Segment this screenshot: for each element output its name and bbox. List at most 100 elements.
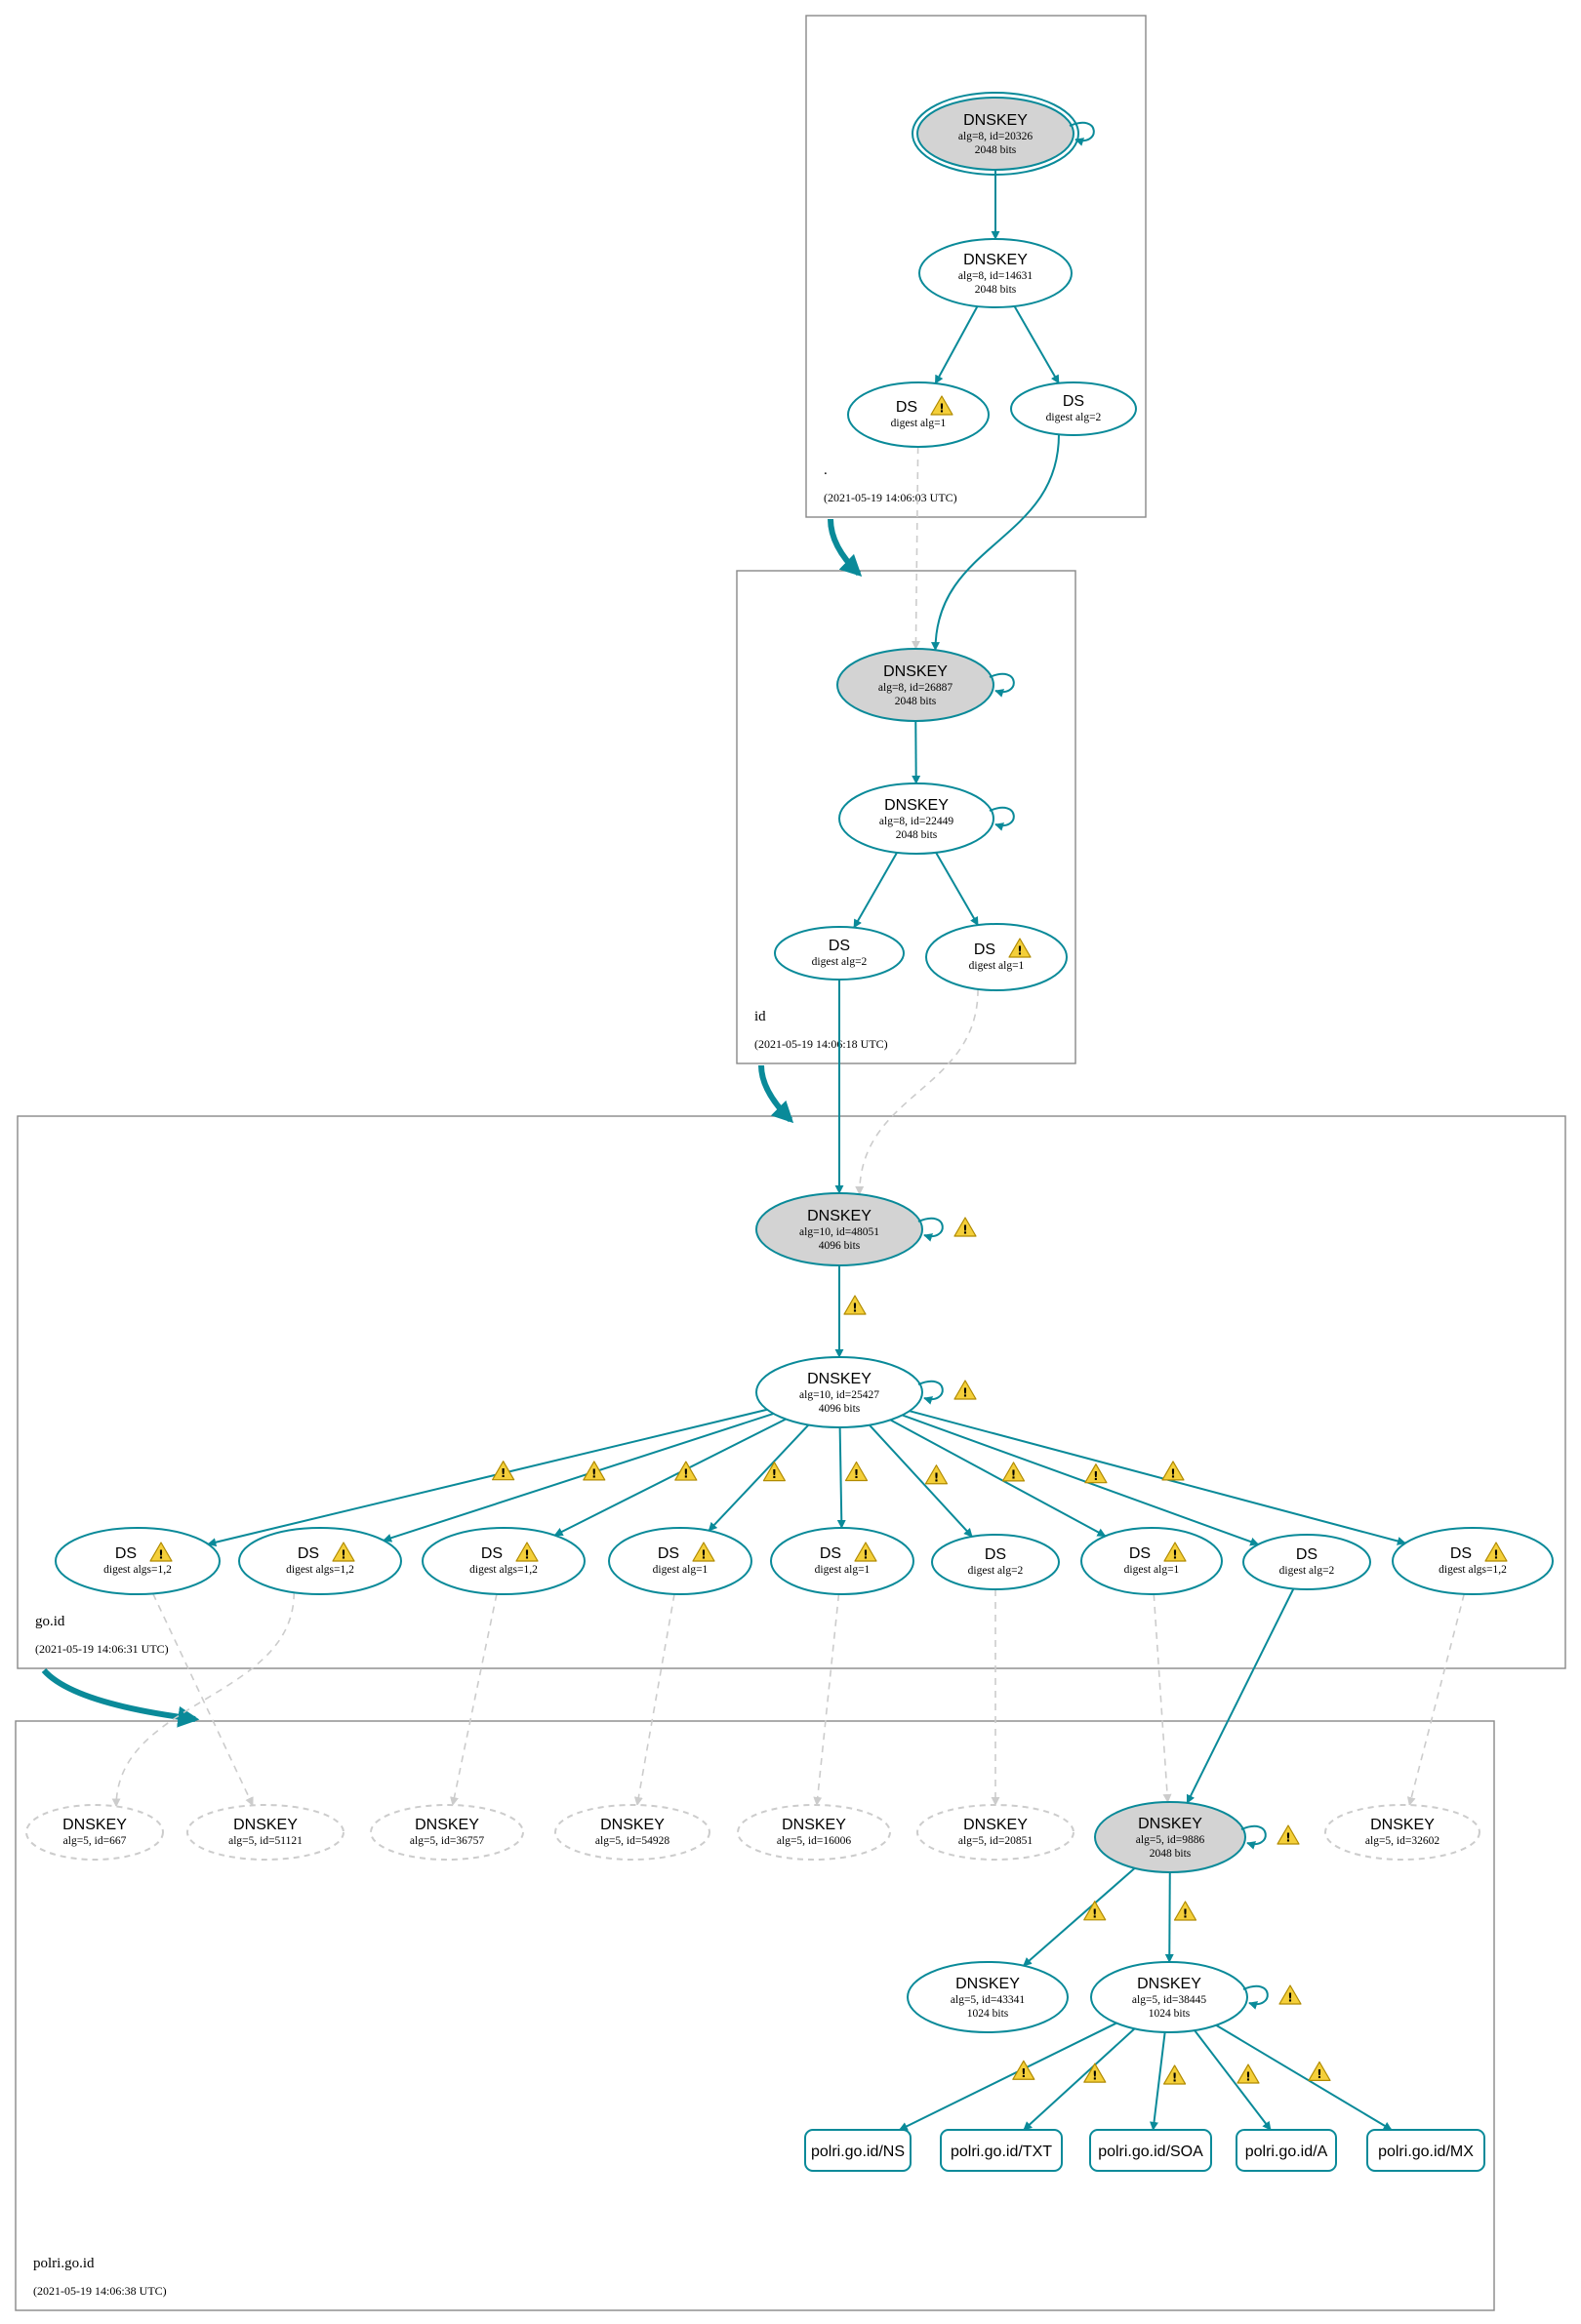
node-detail: digest alg=1 <box>815 1564 871 1576</box>
edge-r_zsk-r_ds1 <box>934 305 979 384</box>
svg-text:!: ! <box>1285 1831 1290 1845</box>
node-title: DS <box>1296 1546 1318 1563</box>
svg-text:!: ! <box>962 1386 967 1400</box>
self-signature-loop <box>989 672 1015 698</box>
edge-g_ds_d-p_k54928 <box>633 1593 675 1806</box>
edge-g_ds_e-p_k16006 <box>813 1593 840 1806</box>
self-signature-loop <box>1069 121 1095 146</box>
ds-warning-icon: ! <box>1163 1542 1187 1562</box>
ds-warning-icon: ! <box>854 1542 877 1562</box>
svg-text:!: ! <box>772 1467 777 1481</box>
edge-warning-icon: ! <box>1012 2060 1035 2080</box>
node-detail: 2048 bits <box>895 696 937 707</box>
edge-g_zsk-g_ds_c <box>553 1418 787 1537</box>
ds-warning-icon: ! <box>149 1542 173 1562</box>
svg-text:!: ! <box>934 1470 939 1484</box>
svg-text:!: ! <box>1183 1907 1188 1921</box>
edge-warning-icon: ! <box>1162 2064 1187 2085</box>
svg-text:!: ! <box>701 1548 706 1562</box>
node-title: DS <box>1063 393 1084 410</box>
ds-node[interactable]: DS digest algs=1,2 <box>1392 1527 1554 1595</box>
dnskey-node[interactable]: DNSKEY alg=5, id=20851 <box>916 1804 1074 1861</box>
rrset-label: polri.go.id/NS <box>811 2144 905 2160</box>
node-detail: alg=5, id=51121 <box>228 1835 303 1847</box>
edge-g_zsk-g_ds_h <box>902 1414 1260 1546</box>
loop-warning-icon: ! <box>953 1380 977 1400</box>
edge-g_zsk-g_ds_a <box>207 1408 768 1547</box>
rrset-node[interactable]: polri.go.id/SOA <box>1089 2129 1212 2172</box>
node-detail: digest alg=1 <box>1124 1564 1180 1576</box>
node-detail: digest algs=1,2 <box>469 1564 538 1576</box>
node-detail: alg=5, id=20851 <box>958 1835 1033 1847</box>
node-title: DS <box>1450 1545 1472 1562</box>
node-detail: 1024 bits <box>1149 2008 1191 2020</box>
rrset-node[interactable]: polri.go.id/MX <box>1366 2129 1485 2172</box>
ds-node[interactable]: DS digest alg=2 <box>1242 1534 1371 1590</box>
node-title: DS <box>1129 1545 1151 1562</box>
rrset-node[interactable]: polri.go.id/A <box>1236 2129 1337 2172</box>
ds-node[interactable]: DS digest alg=1 <box>1080 1527 1223 1595</box>
node-title: DNSKEY <box>782 1817 846 1833</box>
node-title: DNSKEY <box>807 1208 872 1224</box>
svg-text:!: ! <box>1493 1548 1498 1562</box>
zone-timestamp: (2021-05-19 14:06:03 UTC) <box>824 491 957 504</box>
zone-name: polri.go.id <box>33 2256 95 2271</box>
node-title: DNSKEY <box>963 112 1028 129</box>
rrset-node[interactable]: polri.go.id/TXT <box>940 2129 1063 2172</box>
zone-name: id <box>754 1009 766 1024</box>
self-signature-loop <box>989 806 1015 831</box>
edge-warning-icon: ! <box>492 1461 515 1481</box>
edge-warning-icon: ! <box>674 1461 698 1481</box>
node-detail: digest algs=1,2 <box>1439 1564 1507 1576</box>
edge-warning-icon: ! <box>1083 2063 1107 2083</box>
edge-p_zsk-rr_mx <box>1215 2023 1393 2131</box>
svg-text:!: ! <box>341 1548 345 1562</box>
node-detail: alg=10, id=48051 <box>799 1226 879 1238</box>
edge-g_ds_i-p_k32602 <box>1406 1593 1466 1806</box>
node-detail: 2048 bits <box>975 144 1017 156</box>
edge-warning-icon: ! <box>843 1295 867 1315</box>
edge-warning-icon: ! <box>1308 2061 1331 2081</box>
dnskey-node[interactable]: DNSKEY alg=5, id=51121 <box>186 1804 345 1861</box>
svg-text:!: ! <box>501 1466 506 1480</box>
node-title: DNSKEY <box>600 1817 665 1833</box>
self-signature-loop <box>917 1217 944 1242</box>
node-detail: digest alg=2 <box>812 956 868 968</box>
rrset-node[interactable]: polri.go.id/NS <box>804 2129 912 2172</box>
rrset-label: polri.go.id/A <box>1245 2144 1328 2160</box>
rrset-label: polri.go.id/TXT <box>951 2144 1052 2160</box>
node-title: DNSKEY <box>233 1817 298 1833</box>
edge-i_zsk-i_ds1 <box>935 852 979 926</box>
ds-warning-icon: ! <box>1484 1542 1508 1562</box>
node-detail: alg=5, id=667 <box>63 1835 127 1847</box>
edge-g_zsk-g_ds_g <box>889 1419 1107 1538</box>
node-detail: 2048 bits <box>896 829 938 841</box>
node-detail: digest alg=2 <box>1279 1565 1335 1577</box>
node-title: DNSKEY <box>963 1817 1028 1833</box>
